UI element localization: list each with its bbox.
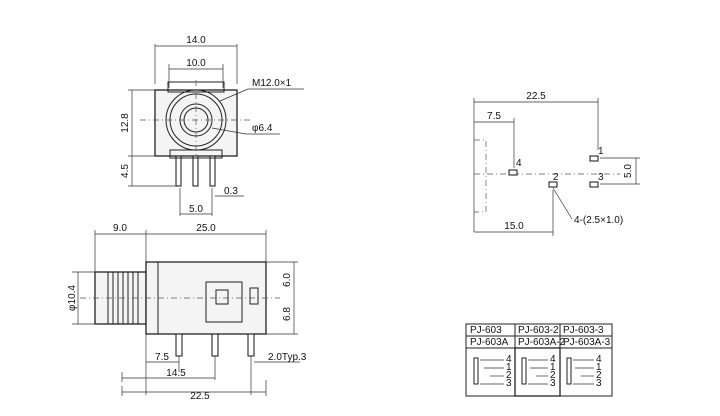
thread-label: M12.0×1 bbox=[252, 78, 292, 89]
sch2-pin-2: 2 bbox=[550, 370, 556, 381]
variant-r1c1: PJ-603 bbox=[470, 325, 502, 336]
front-pin-2 bbox=[192, 155, 199, 187]
sch2-pin-3: 3 bbox=[550, 378, 556, 389]
fp-slot-2 bbox=[548, 181, 558, 188]
sch3-pin-4: 4 bbox=[596, 354, 602, 365]
sch1-pin-4: 4 bbox=[506, 354, 512, 365]
sch3-pin-2: 2 bbox=[596, 370, 602, 381]
schematic-1: 4 1 2 3 bbox=[473, 354, 512, 389]
front-view: 14.0 10.0 M12.0×1 φ6.4 12.8 bbox=[120, 35, 304, 216]
fp-label-4: 4 bbox=[516, 158, 522, 169]
fp-slot-1 bbox=[589, 155, 599, 162]
sch2-pin-4: 4 bbox=[550, 354, 556, 365]
dim-diameter: φ10.4 bbox=[67, 285, 78, 311]
sch1-pin-3: 3 bbox=[506, 378, 512, 389]
dim-overall: 22.5 bbox=[190, 391, 210, 402]
dim-pin-pitch: 5.0 bbox=[189, 204, 203, 215]
front-pin-3 bbox=[209, 155, 216, 187]
dim-typ: 2.0Typ.3 bbox=[268, 352, 307, 363]
dim-front-length: 9.0 bbox=[113, 223, 127, 234]
schematic-2: 4 1 2 3 bbox=[521, 354, 556, 389]
schematic-3: 4 1 2 3 bbox=[566, 354, 602, 389]
variant-r1c3: PJ-603-3 bbox=[563, 325, 604, 336]
dim-upper-height: 6.0 bbox=[282, 273, 293, 287]
front-pin-1 bbox=[175, 155, 182, 187]
variant-r2c3: PJ-603A-3 bbox=[563, 337, 611, 348]
sch2-pin-1: 1 bbox=[550, 362, 556, 373]
fp-slot-4 bbox=[508, 169, 518, 176]
dim-body-length: 25.0 bbox=[196, 223, 216, 234]
dim-pitch-2: 14.5 bbox=[166, 368, 186, 379]
dim-front-width: 14.0 bbox=[186, 35, 206, 46]
dim-front-height: 12.8 bbox=[120, 113, 131, 133]
sch1-pin-1: 1 bbox=[506, 362, 512, 373]
dim-front-inner: 10.0 bbox=[186, 58, 206, 69]
sch3-pin-3: 3 bbox=[596, 378, 602, 389]
fp-overall: 22.5 bbox=[526, 91, 546, 102]
side-view: 9.0 25.0 φ10.4 6.0 6.8 bbox=[67, 223, 307, 402]
dim-lower-height: 6.8 bbox=[282, 307, 293, 321]
hole-label: φ6.4 bbox=[252, 123, 273, 134]
variant-r2c2: PJ-603A-2 bbox=[518, 337, 566, 348]
sch1-pin-2: 2 bbox=[506, 370, 512, 381]
fp-slot-note: 4-(2.5×1.0) bbox=[574, 215, 623, 226]
sch3-pin-1: 1 bbox=[596, 362, 602, 373]
fp-pin-spacing: 5.0 bbox=[623, 164, 634, 178]
fp-label-1: 1 bbox=[598, 146, 604, 157]
variant-r1c2: PJ-603-2 bbox=[518, 325, 559, 336]
dim-pin-height: 4.5 bbox=[120, 164, 131, 178]
dim-pin-thickness: 0.3 bbox=[224, 186, 238, 197]
variant-r2c1: PJ-603A bbox=[470, 337, 509, 348]
fp-slot-3 bbox=[589, 181, 599, 188]
side-pin-3 bbox=[247, 333, 255, 357]
side-pin-2 bbox=[211, 333, 219, 357]
variants-table: PJ-603 PJ-603-2 PJ-603-3 PJ-603A PJ-603A… bbox=[465, 323, 613, 397]
fp-label-2: 2 bbox=[553, 172, 559, 183]
pcb-footprint: 22.5 7.5 4 1 2 3 5.0 15.0 4-(2.5×1.0) bbox=[473, 91, 640, 236]
fp-offset: 7.5 bbox=[487, 111, 501, 122]
fp-span: 15.0 bbox=[504, 221, 524, 232]
fp-label-3: 3 bbox=[598, 172, 604, 183]
dim-pitch-1: 7.5 bbox=[155, 352, 169, 363]
side-pin-1 bbox=[175, 333, 183, 357]
